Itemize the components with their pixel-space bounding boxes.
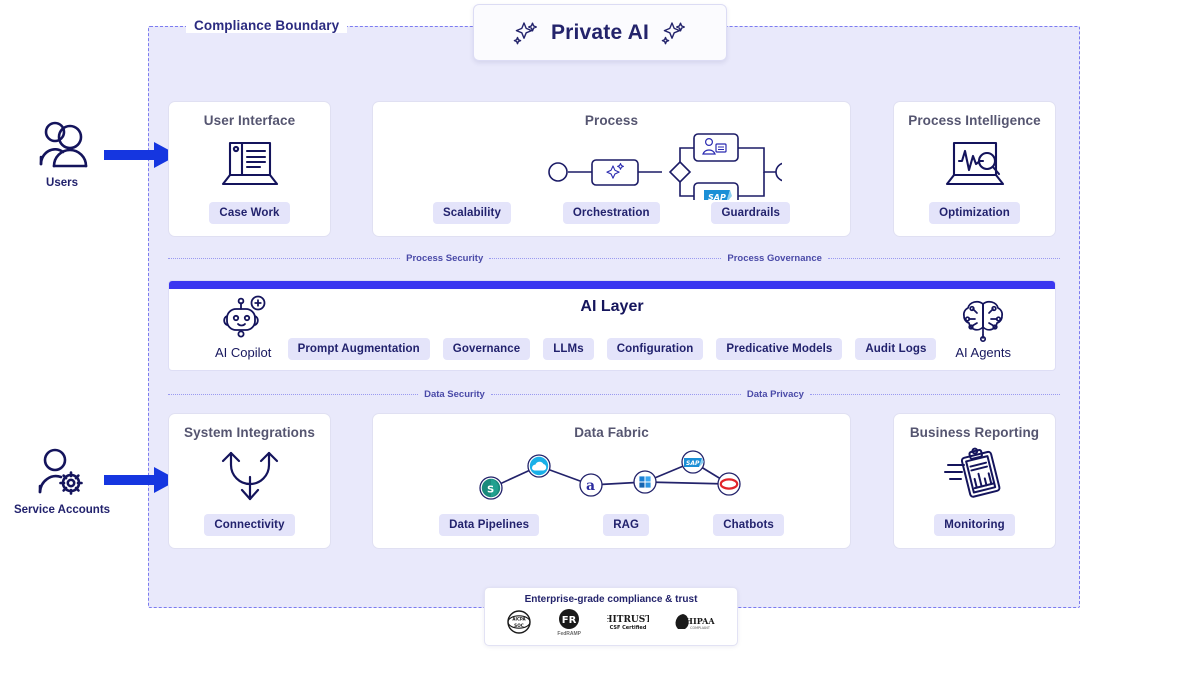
chip-scalability[interactable]: Scalability bbox=[432, 202, 511, 224]
hitrust-badge: HITRUST CSF Certified bbox=[607, 611, 649, 634]
chip-configuration[interactable]: Configuration bbox=[606, 338, 704, 360]
chip-optimization[interactable]: Optimization bbox=[929, 202, 1020, 224]
svg-text:a: a bbox=[586, 478, 595, 494]
chip-governance[interactable]: Governance bbox=[442, 338, 531, 360]
panel-business-reporting[interactable]: Business Reporting Moni bbox=[893, 413, 1056, 549]
sparkles-icon bbox=[659, 19, 689, 47]
chip-rag[interactable]: RAG bbox=[603, 514, 650, 536]
microsoft-logo bbox=[632, 470, 657, 494]
private-ai-title: Private AI bbox=[550, 20, 650, 44]
svg-text:HITRUST: HITRUST bbox=[607, 615, 649, 625]
actor-users: Users bbox=[2, 118, 122, 189]
divider-line bbox=[489, 257, 722, 259]
panel-data-fabric[interactable]: Data Fabric S bbox=[372, 413, 851, 549]
svg-text:COMPLIANT: COMPLIANT bbox=[690, 626, 711, 630]
chip-chatbots[interactable]: Chatbots bbox=[713, 514, 784, 536]
laptop-document-icon bbox=[169, 128, 330, 200]
chip-prompt-augmentation[interactable]: Prompt Augmentation bbox=[287, 338, 430, 360]
panel-process[interactable]: Process bbox=[372, 101, 851, 237]
panel-title: Business Reporting bbox=[909, 425, 1040, 440]
badge-caption: FedRAMP bbox=[557, 631, 582, 637]
ai-layer-chip-row: Prompt Augmentation Governance LLMs Conf… bbox=[287, 338, 937, 360]
salesforce-logo bbox=[526, 454, 551, 478]
panel-process-intelligence[interactable]: Process Intelligence Optimization bbox=[893, 101, 1056, 237]
compliance-footer: Enterprise-grade compliance & trust AICP… bbox=[484, 587, 738, 646]
ai-agents-label: AI Agents bbox=[955, 345, 1011, 360]
arrow-right-icon bbox=[104, 140, 180, 170]
ai-layer-panel[interactable]: AI Layer bbox=[168, 280, 1056, 371]
arrow-right-icon bbox=[104, 465, 180, 495]
compliance-footer-title: Enterprise-grade compliance & trust bbox=[524, 594, 698, 605]
chip-predicative-models[interactable]: Predicative Models bbox=[716, 338, 843, 360]
panel-title: Process bbox=[584, 113, 639, 128]
svg-text:HIPAA: HIPAA bbox=[686, 616, 716, 626]
users-group-icon bbox=[33, 118, 91, 172]
ai-copilot[interactable]: AI Copilot bbox=[215, 295, 271, 360]
divider-line bbox=[827, 257, 1061, 259]
private-ai-header: Private AI bbox=[473, 4, 727, 61]
network-graph: S a bbox=[373, 440, 850, 512]
svg-text:SAP: SAP bbox=[708, 193, 726, 200]
compliance-badge-row: AICPA SOC FR FedRAMP HITRUST CSF Certifi… bbox=[485, 608, 737, 637]
chip-llms[interactable]: LLMs bbox=[543, 338, 594, 360]
divider-line bbox=[809, 393, 1061, 395]
laptop-analytics-magnifier-icon bbox=[894, 128, 1055, 200]
oracle-logo bbox=[716, 472, 741, 496]
fedramp-badge: FR FedRAMP bbox=[557, 608, 581, 637]
chip-audit-logs[interactable]: Audit Logs bbox=[855, 338, 937, 360]
aicpa-soc-badge: AICPA SOC bbox=[506, 609, 532, 636]
hipaa-badge: HIPAA COMPLIANT bbox=[674, 611, 716, 634]
svg-text:FR: FR bbox=[562, 615, 577, 626]
robot-icon bbox=[215, 295, 271, 343]
chip-orchestration[interactable]: Orchestration bbox=[562, 202, 660, 224]
actor-label: Service Accounts bbox=[13, 504, 111, 516]
divider-process-security-governance: Process Security Process Governance bbox=[168, 250, 1061, 266]
panel-user-interface[interactable]: User Interface Case Work bbox=[168, 101, 331, 237]
actor-service-accounts: Service Accounts bbox=[2, 447, 122, 516]
panel-title: Data Fabric bbox=[574, 425, 649, 440]
ai-copilot-label: AI Copilot bbox=[215, 345, 272, 360]
ai-layer-title: AI Layer bbox=[580, 298, 644, 315]
bpmn-flow-diagram: SAP bbox=[373, 128, 850, 200]
panel-system-integrations[interactable]: System Integrations Connectivity bbox=[168, 413, 331, 549]
clipboard-chart-icon bbox=[894, 440, 1055, 512]
sharepoint-logo: S bbox=[478, 476, 503, 500]
panel-title: User Interface bbox=[203, 113, 296, 128]
divider-label-data-privacy: Data Privacy bbox=[746, 388, 804, 400]
svg-text:SOC: SOC bbox=[514, 623, 524, 628]
divider-label-process-security: Process Security bbox=[406, 252, 484, 264]
chip-connectivity[interactable]: Connectivity bbox=[204, 514, 295, 536]
chip-case-work[interactable]: Case Work bbox=[209, 202, 290, 224]
svg-text:S: S bbox=[487, 485, 494, 496]
brain-circuit-icon bbox=[956, 295, 1010, 343]
panel-title: System Integrations bbox=[184, 425, 315, 440]
merge-arrows-icon bbox=[169, 440, 330, 512]
divider-line bbox=[490, 393, 741, 395]
divider-line bbox=[168, 393, 419, 395]
panel-title: Process Intelligence bbox=[908, 113, 1041, 128]
appian-logo: a bbox=[578, 473, 603, 497]
ai-agents[interactable]: AI Agents bbox=[955, 295, 1011, 360]
chip-guardrails[interactable]: Guardrails bbox=[711, 202, 791, 224]
svg-text:SAP: SAP bbox=[686, 460, 700, 467]
ai-layer-accent-bar bbox=[169, 281, 1055, 289]
user-gear-icon bbox=[33, 447, 91, 499]
chip-monitoring[interactable]: Monitoring bbox=[934, 514, 1015, 536]
svg-text:CSF Certified: CSF Certified bbox=[609, 625, 646, 631]
chip-data-pipelines[interactable]: Data Pipelines bbox=[439, 514, 540, 536]
svg-text:AICPA: AICPA bbox=[512, 617, 526, 622]
divider-data-security-privacy: Data Security Data Privacy bbox=[168, 386, 1061, 402]
divider-label-data-security: Data Security bbox=[424, 388, 485, 400]
actor-label: Users bbox=[46, 177, 78, 189]
sap-logo: SAP bbox=[680, 450, 705, 474]
divider-label-process-governance: Process Governance bbox=[727, 252, 822, 264]
sparkles-icon bbox=[511, 19, 541, 47]
divider-line bbox=[168, 257, 401, 259]
compliance-boundary-label: Compliance Boundary bbox=[186, 18, 348, 33]
